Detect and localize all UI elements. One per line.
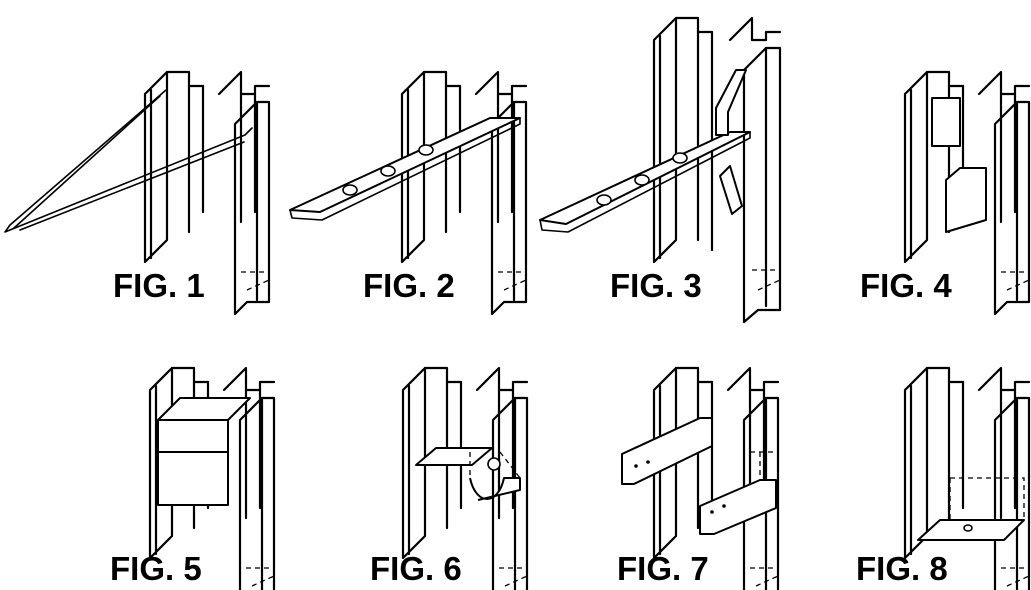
bracket-lower [719,165,743,215]
strap-hole [634,174,650,186]
hook [469,477,521,501]
clip-plate-lower [945,167,987,233]
anchor-hole [487,457,501,471]
channel-block [157,451,229,506]
figure-8: FIG. 8 [856,366,1031,590]
figure-6: FIG. 6 [370,366,529,590]
channel-face [157,419,229,453]
figure-7-label: FIG. 7 [617,550,709,587]
figure-1: FIG. 1 [4,70,271,316]
base-hole [963,524,973,532]
figure-6-label: FIG. 6 [370,550,462,587]
perforated-strap [289,117,521,213]
figure-4: FIG. 4 [860,70,1031,316]
strap-hole [342,184,358,196]
figure-8-label: FIG. 8 [856,550,948,587]
strap-hole [596,194,612,206]
figure-3-label: FIG. 3 [610,267,702,304]
strap-hole [418,144,434,156]
figure-4-label: FIG. 4 [860,267,952,304]
wire-brace [4,89,253,233]
clip-angle [415,447,493,466]
bracket-plate-upper [621,417,713,485]
figure-7: FIG. 7 [617,366,780,590]
clip-plate-upper [931,97,961,147]
figure-3: FIG. 3 [539,16,782,324]
figure-2: FIG. 2 [289,70,528,316]
strap-hole [672,152,688,164]
figure-1-label: FIG. 1 [113,267,205,304]
figure-2-label: FIG. 2 [363,267,455,304]
figure-5-label: FIG. 5 [110,550,202,587]
strap-hole [380,165,396,177]
figure-5: FIG. 5 [110,366,276,590]
bracket-upper [715,69,747,136]
